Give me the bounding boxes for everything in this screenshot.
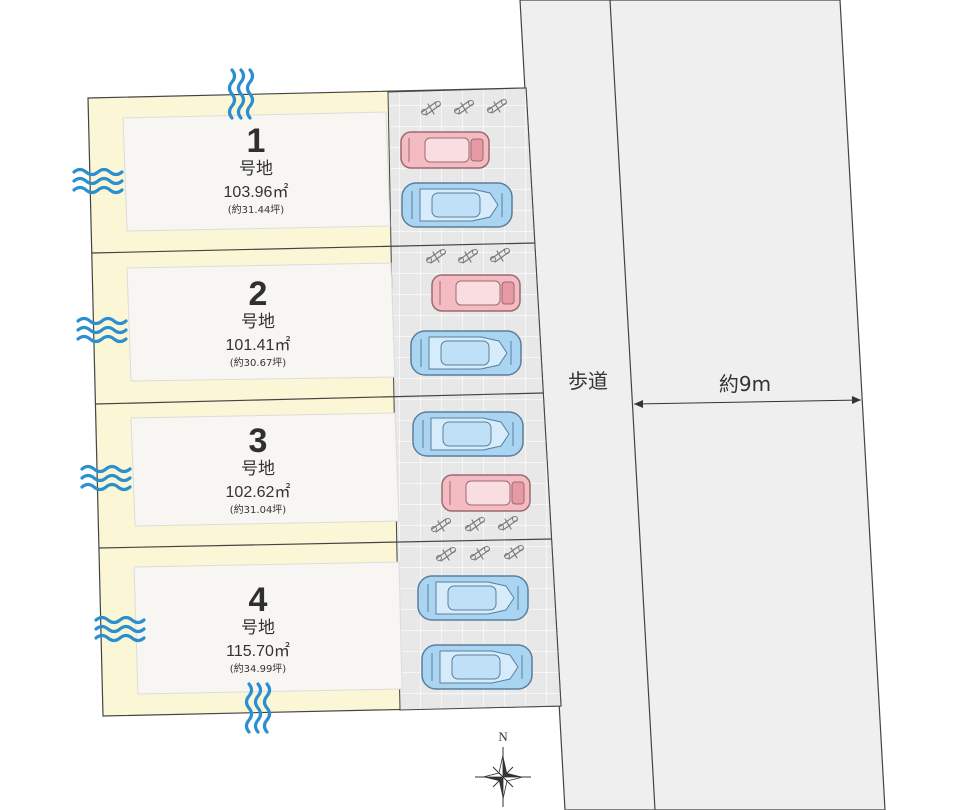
lot-2-house-area <box>126 262 396 382</box>
lot-type: 号地 <box>241 618 275 638</box>
car-icon <box>410 330 522 376</box>
lot-tsubo: (約31.04坪) <box>230 503 287 516</box>
lot-type: 号地 <box>239 159 273 179</box>
compass-rose-icon: N <box>475 729 531 807</box>
lot-3-label: 3 号地 102.62㎡ (約31.04坪) <box>226 422 291 516</box>
road-width-dimension <box>633 396 862 408</box>
car-icon <box>441 474 531 512</box>
car-icon <box>421 644 533 690</box>
lot-4-house-area <box>133 561 403 695</box>
lot-divider <box>94 392 544 405</box>
lot-number: 4 <box>249 581 268 619</box>
lot-area: 115.70㎡ <box>226 642 290 660</box>
lot-number: 2 <box>249 275 268 313</box>
road <box>519 0 886 810</box>
car-icon <box>412 411 524 457</box>
lot-area: 102.62㎡ <box>226 483 291 501</box>
car-icon <box>401 182 513 228</box>
sidewalk-label: 歩道 <box>568 369 608 393</box>
car-icon <box>417 575 529 621</box>
lot-divider <box>91 242 536 254</box>
compass-north-label: N <box>498 729 508 744</box>
lot-3-house-area <box>130 412 400 527</box>
sidewalk-edge <box>609 0 656 810</box>
lot-tsubo: (約31.44坪) <box>228 203 285 216</box>
lot-area: 103.96㎡ <box>224 183 289 201</box>
lot-divider <box>98 538 552 549</box>
lot-2-label: 2 号地 101.41㎡ (約30.67坪) <box>226 275 291 369</box>
lot-number: 3 <box>249 422 268 460</box>
car-icon <box>431 274 521 312</box>
lot-tsubo: (約30.67坪) <box>230 356 287 369</box>
lot-type: 号地 <box>241 312 275 332</box>
lot-1-label: 1 号地 103.96㎡ (約31.44坪) <box>224 122 289 216</box>
lot-4-label: 4 号地 115.70㎡ (約34.99坪) <box>226 581 290 675</box>
lot-1-house-area <box>122 111 391 232</box>
car-icon <box>400 131 490 169</box>
lot-area: 101.41㎡ <box>226 336 291 354</box>
lot-tsubo: (約34.99坪) <box>230 662 287 675</box>
lot-type: 号地 <box>241 459 275 479</box>
road-width-label: 約9m <box>719 372 771 396</box>
lot-number: 1 <box>247 122 266 160</box>
